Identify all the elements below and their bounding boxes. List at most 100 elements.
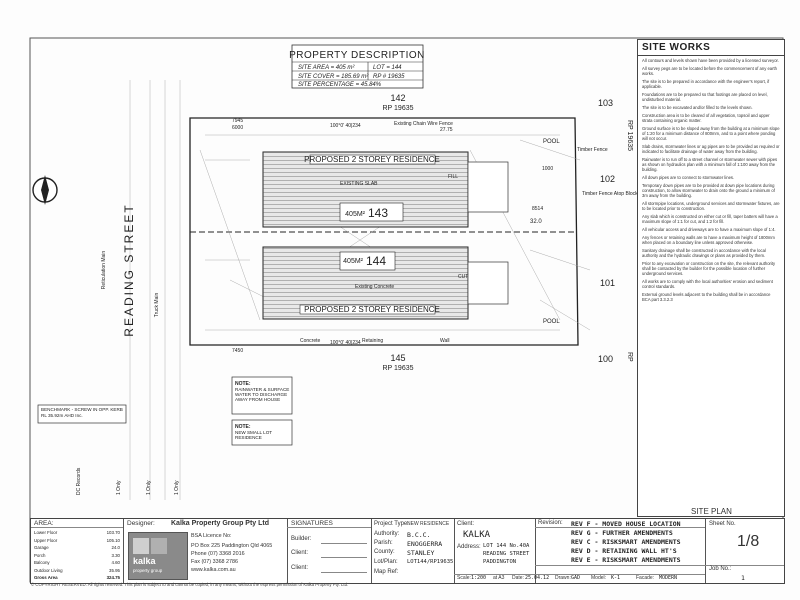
pool-bottom-label: POOL xyxy=(543,319,560,325)
site-works-note: The site is to be excavated and/or fille… xyxy=(642,105,753,110)
site-works-note: Any fences or retaining walls are to hav… xyxy=(642,235,775,245)
existing-slab-label: EXISTING SLAB xyxy=(340,181,378,187)
lot-143-area: 405M² xyxy=(345,211,366,218)
note-box-small-lot: NOTE: xyxy=(231,419,293,446)
site-works-note: External ground levels adjacent to the b… xyxy=(642,292,771,302)
dim-top: 27.75 xyxy=(440,127,453,133)
north-arrow: N xyxy=(32,175,58,205)
dim-8514: 8514 xyxy=(532,206,543,212)
logo-text: kalka xyxy=(133,556,156,566)
existing-concrete-label: Existing Concrete xyxy=(355,284,394,290)
site-works-title: SITE WORKS xyxy=(638,40,784,56)
lot-145-label: 145 xyxy=(390,353,405,363)
sheet-no-label: Sheet No. xyxy=(709,521,736,527)
lot-101-label: 101 xyxy=(600,278,615,288)
po-box: PO Box 225 Paddington Qld 4065 xyxy=(191,543,273,549)
licence-label: BSA Licence No: xyxy=(191,533,232,539)
lot-142-label: 142 xyxy=(390,93,405,103)
dim-6000: 6000 xyxy=(232,125,243,131)
site-works-note: All down pipes are to connect to stormwa… xyxy=(642,175,735,180)
site-works-note: All contours and levels shown have been … xyxy=(642,58,779,63)
designer-name: Kalka Property Group Pty Ltd xyxy=(171,520,270,527)
residence-lower-title: PROPOSED 2 STOREY RESIDENCE xyxy=(304,305,440,314)
drawn-label: Drawn: xyxy=(555,575,571,581)
builder-label: Builder: xyxy=(291,536,312,542)
existing-fence-label: Existing Chain Wire Fence xyxy=(394,121,453,127)
revision-label: Revision: xyxy=(538,520,563,526)
site-percentage: SITE PERCENTAGE = 45.84% xyxy=(298,82,382,88)
at-a3: at A3 xyxy=(493,575,505,581)
date: 25.04.12 xyxy=(525,575,550,581)
dim-7945: 7945 xyxy=(232,118,243,124)
site-works-note: All works are to comply with the local a… xyxy=(642,279,773,289)
job-number: 1 xyxy=(741,574,745,582)
lot-103-rp: RP 19635 xyxy=(626,120,633,151)
bearing-top: 100°0' 40|234 xyxy=(330,123,361,129)
sheet-title: SITE PLAN xyxy=(691,507,732,516)
note-2-body: NEW SMALL LOT RESIDENCE xyxy=(235,430,273,441)
note-1-body: RAINWATER & SURFACE WATER TO DISCHARGE A… xyxy=(235,387,290,403)
site-works-note: Rainwater is to run off to a street chan… xyxy=(642,157,778,172)
site-works-note: Any slab which is constructed on either … xyxy=(642,214,778,224)
service-1-only-a: 1 Only xyxy=(116,480,122,495)
dim-7450: 7450 xyxy=(232,348,243,354)
residence-upper-title: PROPOSED 2 STOREY RESIDENCE xyxy=(304,155,440,164)
timber-fence-block-label: Timber Fence Atop Block Retaining xyxy=(582,191,660,197)
note-1-title: NOTE: xyxy=(235,381,251,387)
lot-number: LOT = 144 xyxy=(373,65,402,71)
site-works-note: Prior to any excavation or construction … xyxy=(642,261,776,276)
benchmark-box xyxy=(37,404,127,424)
logo-subtext: property group xyxy=(133,568,163,573)
timber-fence-label: Timber Fence xyxy=(577,147,608,153)
client-label-2: Client: xyxy=(291,565,309,571)
area-label: AREA: xyxy=(34,520,54,527)
revision-entry: REV E - RISKSMART AMENDMENTS xyxy=(571,556,681,564)
job-no-label: Job No.: xyxy=(709,566,732,572)
site-works-panel: SITE WORKS All contours and levels shown… xyxy=(637,39,785,517)
service-1-only-b: 1 Only xyxy=(146,480,152,495)
scale: 1:200 xyxy=(471,575,487,581)
revision-entry: REV F - MOVED HOUSE LOCATION xyxy=(571,520,681,528)
property-description-title: PROPERTY DESCRIPTION xyxy=(289,50,425,61)
fax: Fax (07) 3368 2786 xyxy=(191,559,239,565)
lot-boundary xyxy=(189,117,579,346)
building-lot-144 xyxy=(262,246,509,320)
reticulation-main-label: Reticulation Main xyxy=(101,251,107,290)
building-lot-143 xyxy=(262,151,509,228)
site-works-note: All survey pegs are to be located before… xyxy=(642,66,778,76)
truck-main-label: Truck Main xyxy=(154,293,160,318)
note-box-rainwater: NOTE: xyxy=(231,376,293,415)
address-line-1: LOT 144 No.40A xyxy=(483,543,530,549)
signatures-label: SIGNATURES xyxy=(291,520,333,527)
authority-label: Authority: xyxy=(374,531,400,537)
copyright-footer: © COPYRIGHT RESERVED. All rights reserve… xyxy=(31,582,349,587)
street-name: READING STREET xyxy=(122,203,136,336)
kalka-logo: kalka property group xyxy=(128,532,188,580)
model-label: Model: xyxy=(591,575,607,581)
site-works-note: All vehicular access and driveways are t… xyxy=(642,227,776,232)
dim-mid: 32.0 xyxy=(530,219,542,225)
property-description-box: PROPERTY DESCRIPTION SITE AREA = 405 m² … xyxy=(289,44,425,89)
project-type-label: Project Type: xyxy=(374,521,409,527)
note-2-title: NOTE: xyxy=(235,424,251,430)
parish-label: Parish: xyxy=(374,540,393,546)
site-cover: SITE COVER = 185.69 m² xyxy=(298,74,369,80)
date-label: Date: xyxy=(512,575,524,581)
revision-entry: REV C - RISKSMART AMENDMENTS xyxy=(571,538,681,546)
site-works-note: Slab drains, stormwater lines or ag pipe… xyxy=(642,144,780,154)
concrete-label: Concrete xyxy=(300,338,321,344)
facade: MODERN xyxy=(659,575,678,581)
address-line-3: PADDINGTON xyxy=(483,559,517,565)
dim-1000: 1000 xyxy=(542,166,553,172)
site-works-note: Temporary down pipes are to be provided … xyxy=(642,183,775,198)
facade-label: Facade: xyxy=(636,575,655,581)
pool-top-label: POOL xyxy=(543,139,560,145)
site-works-note: Construction area is to be cleared of al… xyxy=(642,113,770,123)
designer-label: Designer: xyxy=(127,520,155,527)
